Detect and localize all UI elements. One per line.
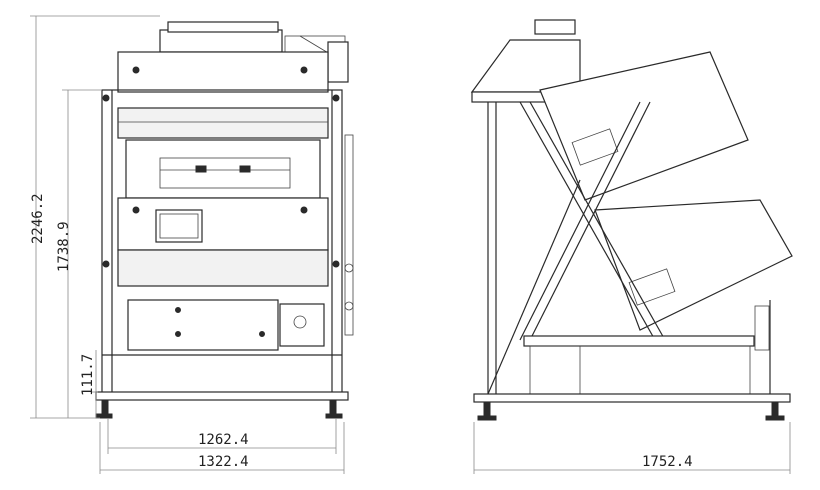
dim-overall-height-label: 2246.2: [30, 193, 46, 244]
dim-overall-width-label: 1322.4: [198, 454, 249, 470]
dim-side-depth-label: 1752.4: [642, 454, 693, 470]
dimension-lines: [30, 15, 791, 474]
dim-base-height-label: 111.7: [80, 354, 96, 396]
front-view: [95, 21, 354, 419]
dim-inner-width-label: 1262.4: [198, 432, 249, 448]
dim-frame-height-label: 1738.9: [56, 221, 72, 272]
side-view: [470, 19, 793, 421]
